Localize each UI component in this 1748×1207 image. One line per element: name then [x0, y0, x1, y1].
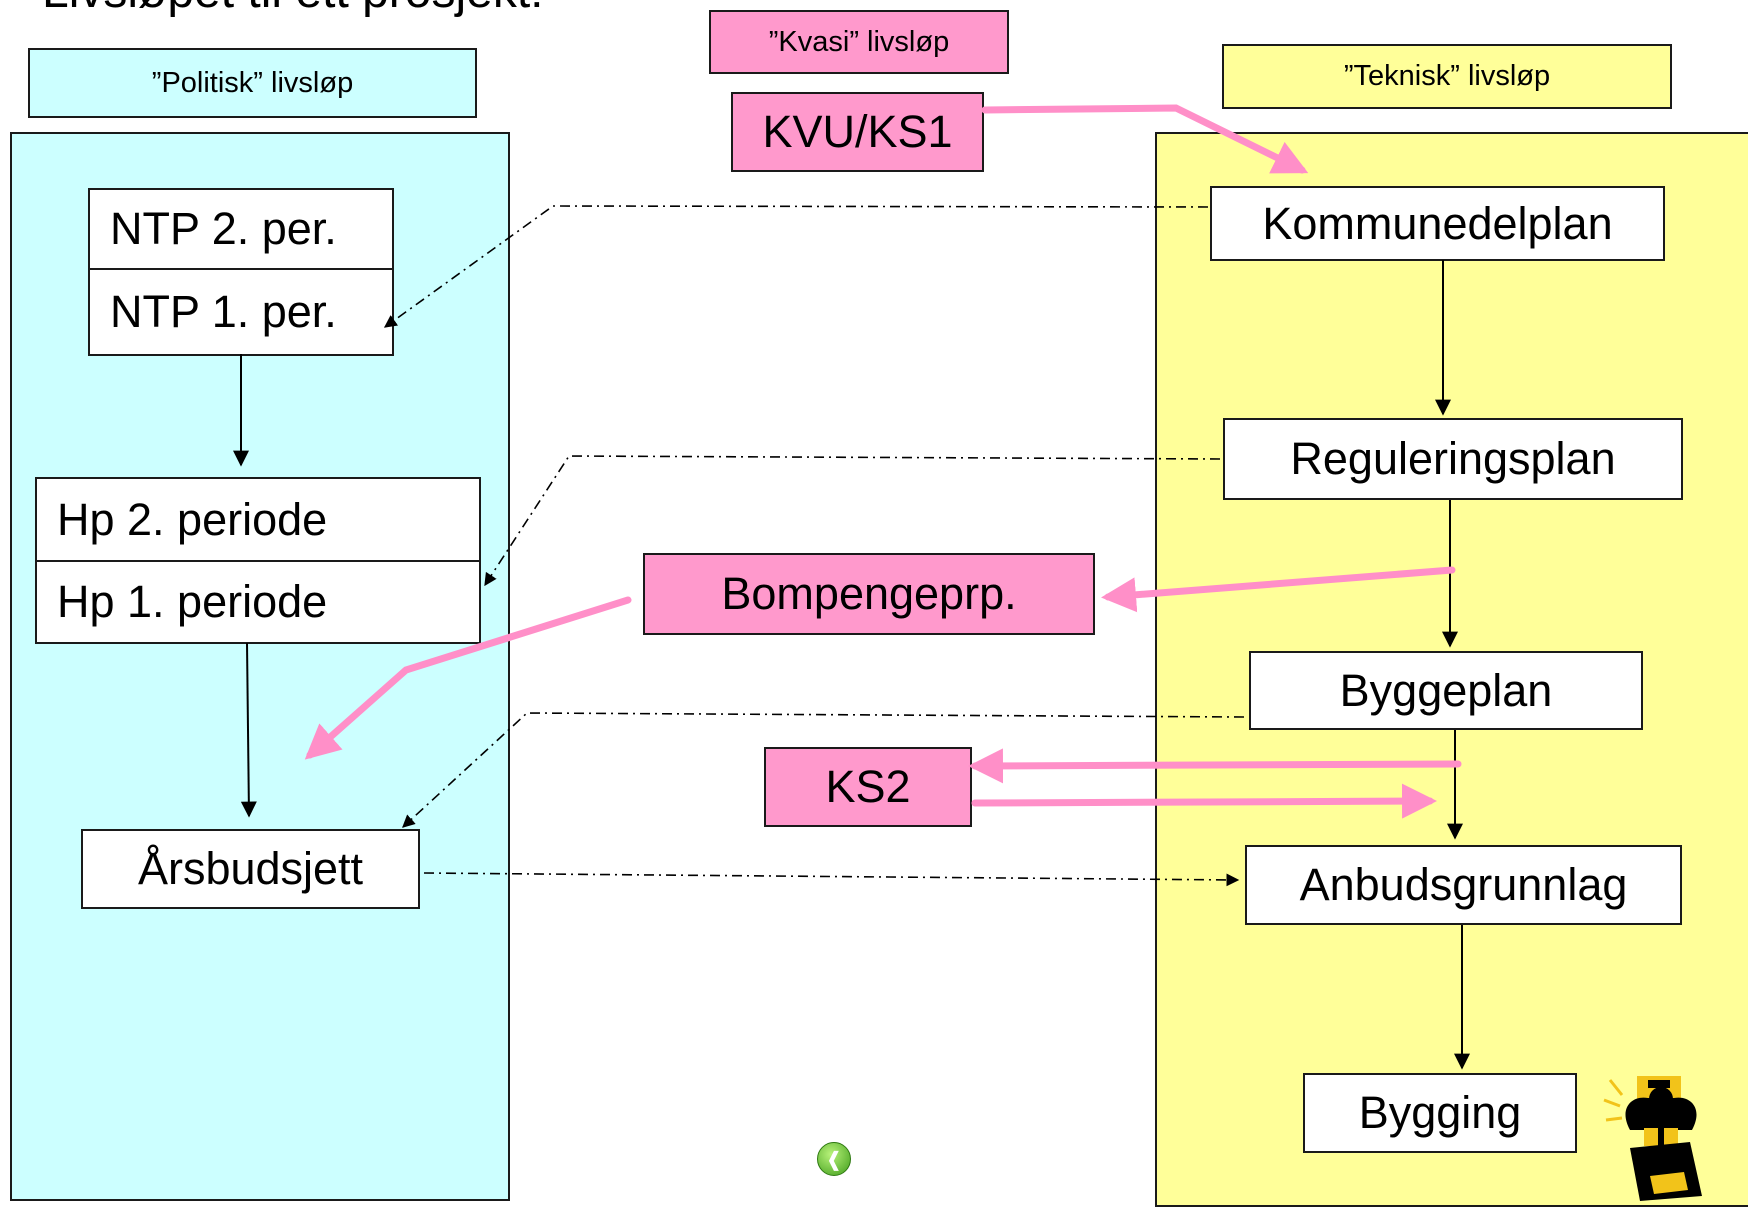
- back-arrow-icon[interactable]: ❰: [817, 1142, 851, 1176]
- arrow-hp-to-aarsbudsjett: [240, 642, 257, 818]
- aarsbudsjett-box: Årsbudsjett: [81, 829, 420, 909]
- link-kommunedelplan-to-ntp: [383, 205, 1209, 328]
- bompengeprp-box: Bompengeprp.: [643, 553, 1095, 635]
- pink-reguleringsplan-to-bompenge: [1101, 566, 1456, 613]
- pink-byggeplan-to-ks2: [968, 748, 1462, 784]
- byggeplan-box: Byggeplan: [1249, 651, 1643, 730]
- pink-kvu-to-kommunedelplan: [981, 104, 1309, 174]
- politisk-header: ”Politisk” livsløp: [28, 48, 477, 118]
- reguleringsplan-box: Reguleringsplan: [1223, 418, 1683, 500]
- pink-bompenge-to-hp: [304, 596, 632, 760]
- anbudsgrunnlag-box: Anbudsgrunnlag: [1245, 845, 1682, 925]
- kvu-ks1-box: KVU/KS1: [731, 92, 984, 172]
- ntp-2-per-box: NTP 2. per.: [88, 188, 394, 270]
- teknisk-header: ”Teknisk” livsløp: [1222, 44, 1672, 109]
- ks2-box: KS2: [764, 747, 972, 827]
- kvasi-header: ”Kvasi” livsløp: [709, 10, 1009, 74]
- page-title: Livsløpet til ett prosjekt:: [42, 0, 544, 19]
- pink-ks2-to-anbudsgrunnlag: [971, 783, 1437, 819]
- worker-drill-icon: [1603, 1076, 1702, 1201]
- link-aarsbudsjett-to-anbudsgrunnlag: [423, 872, 1240, 887]
- kommunedelplan-box: Kommunedelplan: [1210, 186, 1665, 261]
- bygging-box: Bygging: [1303, 1073, 1577, 1153]
- link-reguleringsplan-to-hp: [484, 455, 1221, 587]
- link-byggeplan-to-aarsbudsjett: [402, 712, 1245, 828]
- hp-1-periode-box: Hp 1. periode: [35, 560, 481, 644]
- ntp-1-per-box: NTP 1. per.: [88, 268, 394, 356]
